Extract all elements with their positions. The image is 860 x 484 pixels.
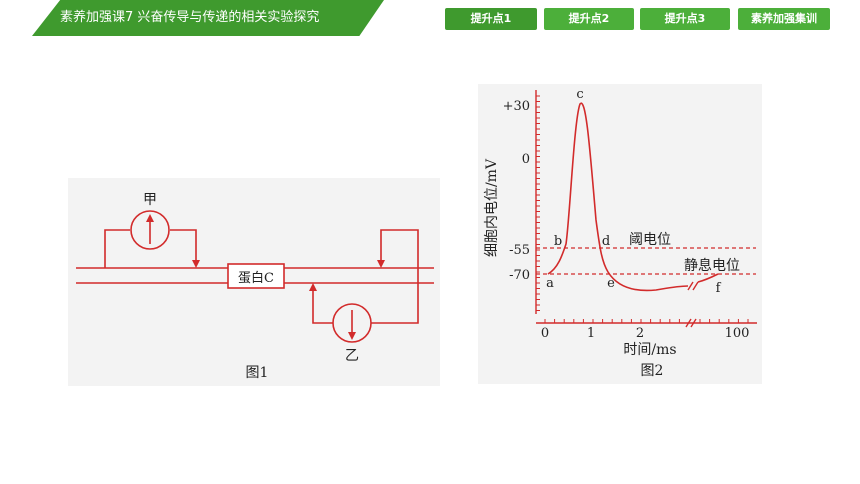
top-bar: 素养加强课7 兴奋传导与传递的相关实验探究 提升点1 提升点2 提升点3 素养加… [0, 0, 860, 36]
meter-jia-dial [130, 210, 170, 250]
figure1-caption: 图1 [246, 365, 269, 381]
y-minor-ticks [536, 95, 540, 311]
tab-point-1[interactable]: 提升点1 [445, 8, 537, 30]
jia-probe-arrow-icon [192, 260, 200, 268]
ytick-55: -55 [509, 243, 530, 258]
xtick-0: 0 [541, 326, 549, 341]
x-minor-ticks [544, 319, 749, 323]
point-f-label: f [716, 281, 722, 296]
jia-needle-arrow-icon [146, 214, 154, 222]
protein-c-box [227, 263, 285, 289]
meter-jia-label: 甲 [143, 192, 157, 208]
tab-point-3[interactable]: 提升点3 [640, 8, 730, 30]
ytick-70: -70 [509, 268, 530, 283]
figure2-panel [478, 84, 762, 384]
yi-probe-arrow-icon [377, 260, 385, 268]
meter-yi-dial [332, 303, 372, 343]
meter-yi-label: 乙 [345, 348, 359, 364]
point-b-label: b [554, 234, 562, 249]
xtick-1: 1 [587, 326, 595, 341]
yi-right-wire [371, 229, 419, 324]
curve-break-icon [687, 281, 699, 291]
x-axis-break-icon [685, 318, 697, 328]
title-banner [32, 0, 384, 36]
action-potential-curve [547, 102, 719, 292]
tab-training[interactable]: 素养加强集训 [738, 8, 830, 30]
yi-left-wire [312, 289, 333, 324]
xtick-100: 100 [725, 326, 750, 341]
point-e-label: e [607, 276, 615, 291]
jia-left-wire [104, 229, 130, 268]
tab-point-2[interactable]: 提升点2 [544, 8, 634, 30]
point-a-label: a [546, 276, 554, 291]
x-axis-title: 时间/ms [623, 342, 676, 358]
yi-needle-arrow-icon [348, 332, 356, 340]
protein-c-label: 蛋白C [238, 270, 274, 286]
page-title: 素养加强课7 兴奋传导与传递的相关实验探究 [60, 10, 320, 25]
ytick-0: 0 [522, 152, 530, 167]
point-c-label: c [576, 87, 583, 102]
figure2-caption: 图2 [641, 363, 664, 379]
threshold-label: 阈电位 [629, 232, 671, 248]
y-axis-title: 细胞内电位/mV [484, 158, 500, 257]
point-d-label: d [602, 234, 610, 249]
resting-label: 静息电位 [684, 257, 740, 274]
ytick-30: +30 [503, 99, 530, 114]
yi-left-arrow-icon [309, 283, 317, 291]
xtick-2: 2 [636, 326, 644, 341]
jia-right-wire [170, 229, 197, 262]
